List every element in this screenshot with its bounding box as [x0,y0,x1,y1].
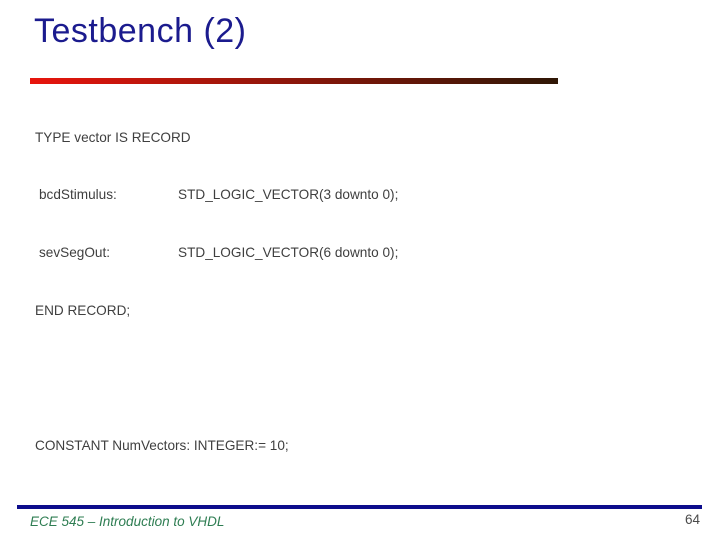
page-number: 64 [684,512,700,527]
footer-course-label: ECE 545 – Introduction to VHDL [30,514,225,529]
title-underline-bar [30,78,558,84]
record-field-name: sevSegOut: [39,245,111,261]
code-line-record-open: TYPE vector IS RECORD [35,129,191,145]
slide-title: Testbench (2) [34,12,247,50]
code-block: TYPE vector IS RECORD bcdStimulus: STD_LO… [28,89,688,540]
code-line-constant-numvectors: CONSTANT NumVectors: INTEGER:= 10; [35,438,289,454]
record-field-type: STD_LOGIC_VECTOR(3 downto 0); [178,187,399,203]
record-field-type: STD_LOGIC_VECTOR(6 downto 0); [178,245,399,261]
code-line-record-field: bcdStimulus: STD_LOGIC_VECTOR(3 downto 0)… [28,185,688,204]
record-field-name: bcdStimulus: [39,187,117,203]
code-line-record-close: END RECORD; [35,303,131,319]
footer-divider-line [17,505,702,509]
code-blank-line [28,378,688,397]
code-line-record-field: sevSegOut: STD_LOGIC_VECTOR(6 downto 0); [28,243,688,262]
